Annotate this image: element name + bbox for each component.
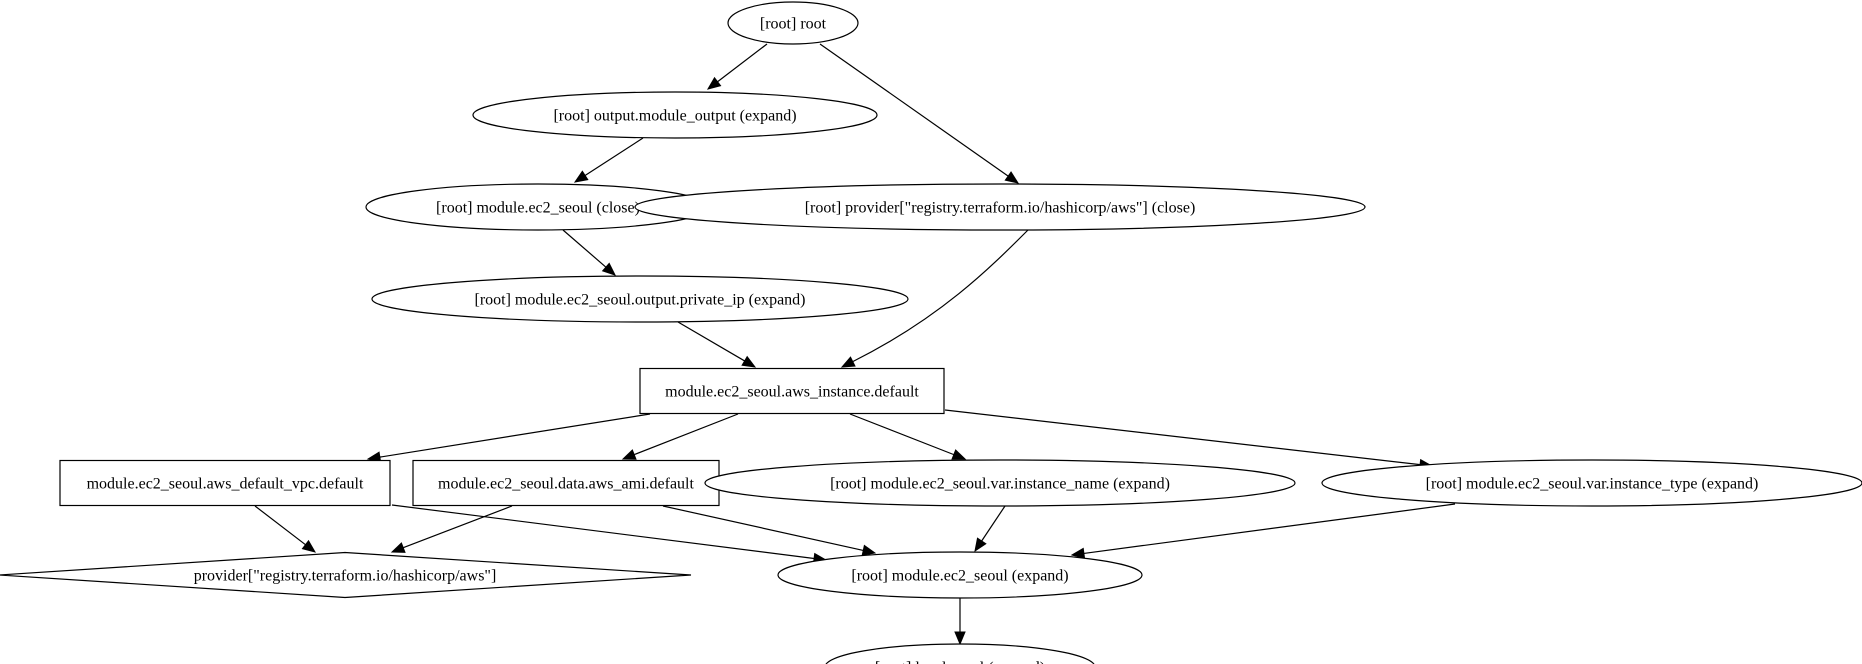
node-label: [root] module.ec2_seoul (expand): [851, 568, 1068, 585]
arrowhead: [954, 631, 966, 646]
edge-line: [402, 505, 513, 549]
edge-line: [849, 413, 955, 456]
node-label: [root] module.ec2_seoul.var.instance_nam…: [830, 476, 1170, 493]
edge-ami-to-provider: [390, 505, 513, 553]
edge-vpc-to-mod_expand: [391, 504, 828, 565]
node-diamond: [0, 551, 692, 599]
edge-root-to-output: [706, 43, 768, 90]
edge-line: [717, 43, 768, 83]
node-label: provider["registry.terraform.io/hashicor…: [194, 568, 497, 585]
node-ellipse: [704, 459, 1296, 507]
node-label: module.ec2_seoul.aws_default_vpc.default: [87, 476, 364, 493]
edge-output-to-mod_close: [573, 137, 644, 183]
node-box: [59, 459, 391, 507]
edge-line: [562, 229, 607, 268]
edge-line: [584, 137, 644, 176]
node-vpc: module.ec2_seoul.aws_default_vpc.default: [59, 459, 391, 507]
edge-instance-to-var_name: [849, 413, 967, 460]
arrowhead: [974, 537, 987, 553]
edge-line: [1083, 503, 1456, 555]
edge-line: [254, 505, 306, 546]
node-root: [root] root: [727, 1, 859, 45]
node-label: module.ec2_seoul.aws_instance.default: [665, 384, 919, 401]
node-var_type: [root] module.ec2_seoul.var.instance_typ…: [1321, 459, 1862, 507]
edge-line: [852, 229, 1029, 363]
arrowhead: [621, 449, 637, 460]
edge-ami-to-mod_expand: [662, 505, 877, 556]
node-ellipse: [634, 183, 1366, 231]
node-label: [root] output.module_output (expand): [553, 108, 796, 125]
node-box: [412, 459, 720, 507]
edge-var_type-to-mod_expand: [1070, 503, 1456, 560]
arrowhead: [573, 170, 589, 183]
edge-var_name-to-mod_expand: [974, 505, 1006, 553]
node-instance: module.ec2_seoul.aws_instance.default: [639, 367, 945, 415]
edge-line: [819, 43, 1009, 177]
node-ellipse: [825, 643, 1095, 664]
node-prov_close: [root] provider["registry.terraform.io/h…: [634, 183, 1366, 231]
edge-instance-to-vpc: [366, 413, 651, 463]
edge-vpc-to-provider: [254, 505, 317, 553]
node-box: [639, 367, 945, 415]
arrowhead: [1070, 547, 1086, 560]
node-output: [root] output.module_output (expand): [472, 91, 878, 139]
edge-mod_close-to-private_ip: [562, 229, 616, 276]
node-ellipse: [472, 91, 878, 139]
edge-line: [391, 504, 815, 560]
edge-mod_expand-to-bottom: [954, 598, 966, 646]
node-ellipse: [727, 1, 859, 45]
arrowhead: [840, 356, 856, 368]
node-label: [root] module.ec2_seoul.var.instance_typ…: [1426, 476, 1759, 493]
node-label: [root] root: [760, 16, 827, 33]
node-ellipse: [1321, 459, 1862, 507]
arrowhead: [861, 544, 877, 556]
node-label: [root] module.ec2_seoul (close): [436, 200, 640, 217]
edge-line: [662, 505, 864, 551]
edge-line: [944, 409, 1421, 466]
node-label: [root] provider["registry.terraform.io/h…: [805, 200, 1196, 217]
edge-line: [379, 413, 651, 458]
node-var_name: [root] module.ec2_seoul.var.instance_nam…: [704, 459, 1296, 507]
node-ellipse: [371, 275, 909, 323]
edge-prov_close-to-instance: [840, 229, 1029, 368]
arrowhead: [301, 539, 317, 553]
node-ami: module.ec2_seoul.data.aws_ami.default: [412, 459, 720, 507]
graph-edges: [254, 43, 1456, 646]
edge-private_ip-to-instance: [677, 321, 757, 368]
node-provider: provider["registry.terraform.io/hashicor…: [0, 551, 692, 599]
edge-instance-to-ami: [621, 413, 739, 460]
node-label: module.ec2_seoul.data.aws_ami.default: [438, 476, 694, 493]
arrowhead: [390, 542, 406, 553]
node-mod_close: [root] module.ec2_seoul (close): [365, 183, 711, 231]
arrowhead: [601, 262, 616, 276]
edge-root-to-prov_close: [819, 43, 1020, 184]
node-label: [root] local.seoul (expand): [875, 660, 1045, 664]
edge-line: [677, 321, 745, 362]
node-private_ip: [root] module.ec2_seoul.output.private_i…: [371, 275, 909, 323]
edge-line: [981, 505, 1006, 542]
node-label: [root] module.ec2_seoul.output.private_i…: [474, 292, 805, 309]
node-bottom: [root] local.seoul (expand): [825, 643, 1095, 664]
arrowhead: [741, 355, 757, 368]
node-ellipse: [777, 551, 1143, 599]
arrowhead: [1004, 171, 1020, 184]
edge-line: [633, 413, 739, 456]
arrowhead: [706, 76, 722, 90]
node-mod_expand: [root] module.ec2_seoul (expand): [777, 551, 1143, 599]
arrowhead: [951, 449, 967, 460]
